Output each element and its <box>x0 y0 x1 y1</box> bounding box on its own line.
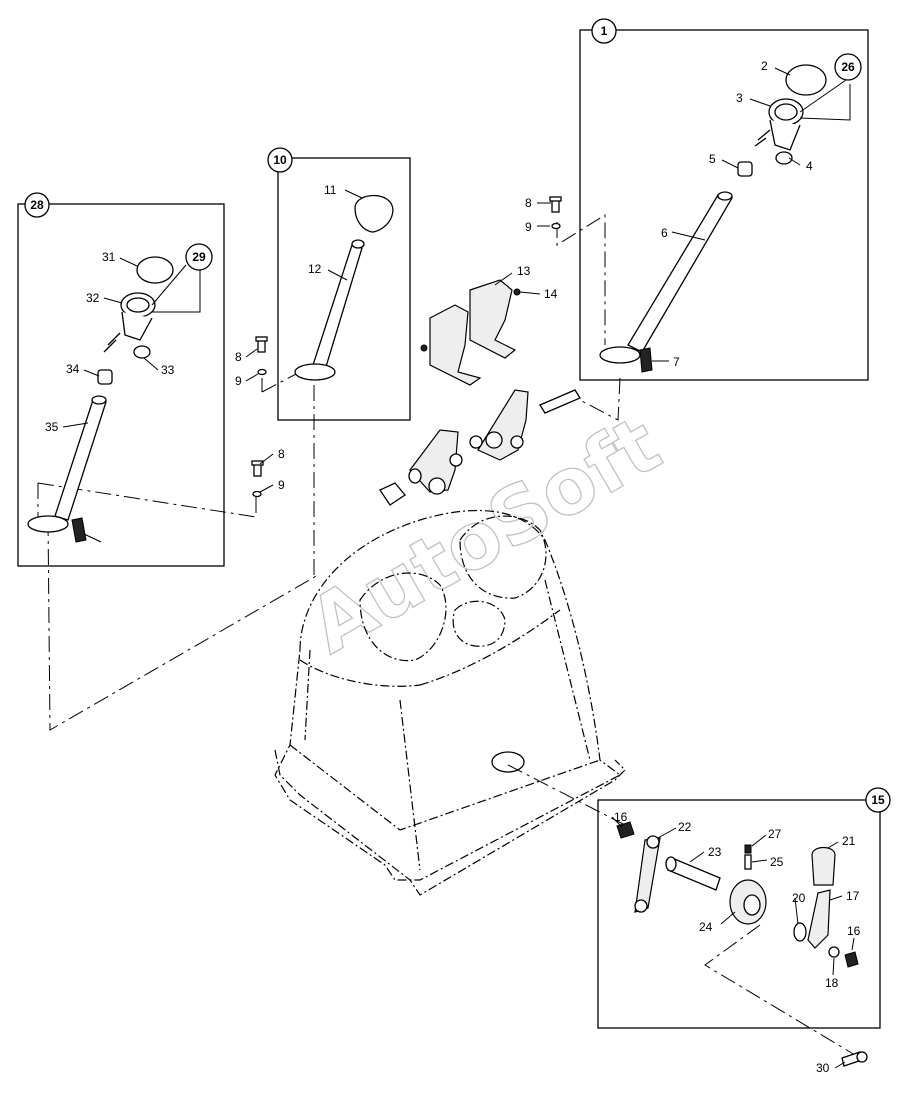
callout-27: 30 <box>816 1061 830 1075</box>
group-label-circle-10 <box>267 147 293 173</box>
callout-2: 2 <box>761 59 768 73</box>
hardware-8-9 <box>251 196 562 498</box>
group-label-circle-1 <box>591 18 617 44</box>
group-box-28: 28 29 <box>17 192 225 567</box>
callout-14: 14 <box>544 287 558 301</box>
callout-8-mid: 8 <box>235 350 242 364</box>
callout-25: 27 <box>768 827 782 841</box>
group-label-circle-29 <box>185 243 213 271</box>
callout-11: 11 <box>324 183 337 197</box>
callout-16-right: 16 <box>847 924 861 938</box>
callout-31: 32 <box>86 291 100 305</box>
callout-32: 33 <box>161 363 175 377</box>
callout-8-right: 8 <box>525 196 532 210</box>
group-box-1: 1 26 <box>579 18 869 381</box>
callout-16-top: 16 <box>614 810 628 824</box>
callout-33: 34 <box>66 362 80 376</box>
group-label-28: 28 <box>30 198 44 212</box>
bracket-assembly <box>379 389 581 506</box>
callout-24: 25 <box>770 855 784 869</box>
callout-23: 24 <box>699 920 713 934</box>
callout-8-left: 8 <box>278 447 285 461</box>
group-label-circle-26 <box>834 53 862 81</box>
leader-lines <box>62 67 855 1069</box>
callout-9-left: 9 <box>278 478 285 492</box>
callout-18: 18 <box>825 976 839 990</box>
callout-20: 21 <box>842 834 856 848</box>
callout-6: 6 <box>661 226 668 240</box>
group-label-1: 1 <box>601 24 608 38</box>
bracket-13 <box>420 279 521 386</box>
callout-13: 13 <box>517 264 531 278</box>
group-box-10: 10 <box>267 147 411 421</box>
group-label-29: 29 <box>192 250 206 264</box>
callout-9-mid: 9 <box>235 374 242 388</box>
callout-12: 12 <box>308 262 322 276</box>
callout-22: 23 <box>708 845 722 859</box>
callout-5: 5 <box>709 152 716 166</box>
group-label-10: 10 <box>273 153 287 167</box>
group-label-15: 15 <box>871 793 885 807</box>
callout-21: 22 <box>678 820 692 834</box>
callout-19: 20 <box>792 891 806 905</box>
console-housing <box>274 509 626 896</box>
group-box-15: 15 <box>597 787 891 1067</box>
callout-30: 31 <box>102 250 116 264</box>
callout-3: 3 <box>736 91 743 105</box>
group-label-26: 26 <box>841 60 855 74</box>
group-label-circle-28 <box>24 192 50 218</box>
callout-9-right: 9 <box>525 220 532 234</box>
callouts: 2 3 4 5 6 7 8 9 11 12 13 14 8 9 8 9 16 2… <box>45 59 861 1075</box>
callout-17: 17 <box>846 889 860 903</box>
callout-34: 35 <box>45 420 59 434</box>
callout-7: 7 <box>673 355 680 369</box>
callout-4: 4 <box>806 159 813 173</box>
group-label-circle-15 <box>865 787 891 813</box>
